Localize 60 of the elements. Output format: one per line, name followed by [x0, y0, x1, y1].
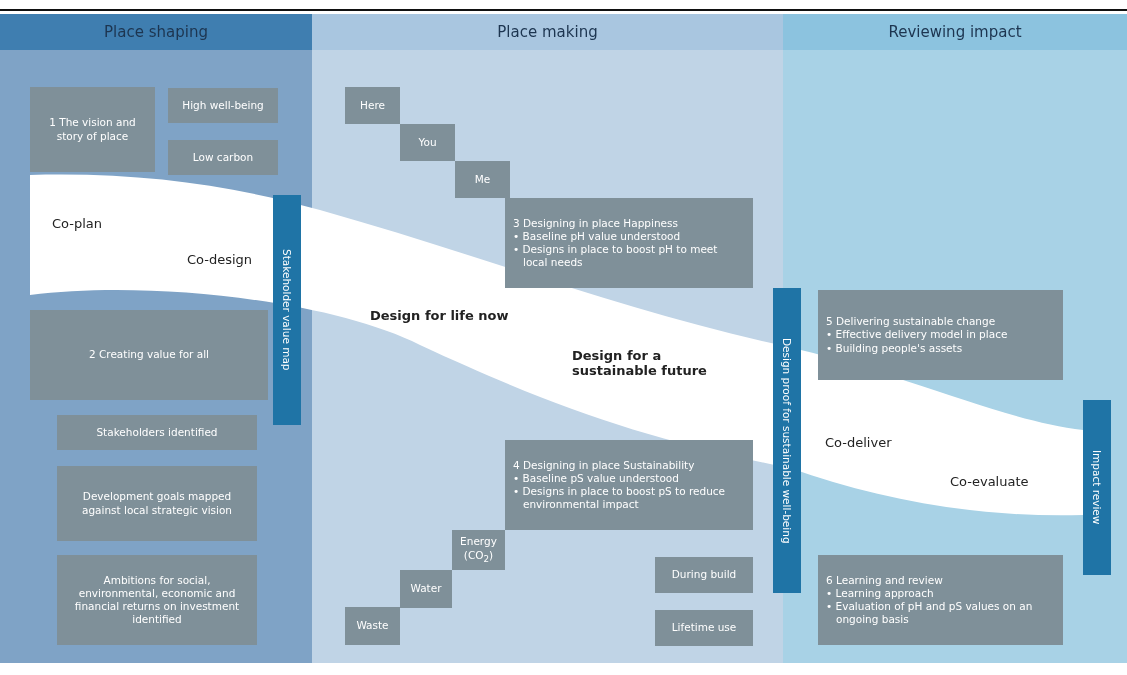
box-text: Ambitions for social, environmental, economic and financial returns on investment identified: [73, 573, 241, 627]
box-text: Lifetime use: [671, 621, 737, 635]
box-text: Energy (CO$_{2}$): [460, 535, 497, 565]
box-heading: 3 Designing in place Happiness: [513, 216, 679, 230]
box-text: Low carbon: [192, 150, 254, 165]
box-text: Development goals mapped against local strategic vision: [80, 490, 233, 517]
band-label: Co-evaluate: [950, 474, 1030, 489]
info-box: [345, 607, 400, 645]
bullet-item: • Effective delivery model in place: [826, 328, 1009, 342]
info-box: [400, 124, 455, 161]
box-text: 1 The vision and story of place: [48, 116, 137, 143]
step-box: [505, 198, 753, 288]
column-header: Place shaping: [0, 14, 312, 50]
bullet-item: • Evaluation of pH and pS values on an ongoing basis: [826, 600, 1034, 627]
box-heading: 5 Delivering sustainable change: [826, 315, 997, 329]
step-box: [818, 290, 1063, 380]
box-heading: 4 Designing in place Sustainability: [513, 458, 696, 472]
bullet-item: • Designs in place to boost pS to reduce environmental impact: [513, 485, 727, 512]
vertical-banner: [273, 195, 301, 425]
banner-text: Design proof for sustainable well-being: [781, 337, 793, 544]
band-label: Co-plan: [52, 216, 104, 231]
bullet-item: • Designs in place to boost pH to meet local needs: [513, 243, 719, 270]
box-text: Waste: [356, 619, 389, 633]
box-text: Me: [474, 172, 491, 187]
bullet-item: • Learning approach: [826, 586, 935, 600]
bullet-item: • Building people's assets: [826, 341, 964, 355]
band-label: Design for a sustainable future: [572, 348, 708, 378]
bullet-item: • Baseline pH value understood: [513, 229, 682, 243]
box-text: During build: [671, 568, 737, 582]
bullet-item: • Baseline pS value understood: [513, 471, 680, 485]
box-text: Stakeholders identified: [96, 425, 218, 440]
box-heading: 6 Learning and review: [826, 573, 944, 587]
step-box: [818, 555, 1063, 645]
info-box: [57, 466, 257, 541]
info-box: [655, 557, 753, 593]
info-box: [168, 140, 278, 175]
info-box: [168, 88, 278, 123]
info-box: [345, 87, 400, 124]
info-box: [452, 530, 505, 570]
banner-text: Impact review: [1091, 450, 1103, 525]
box-text: You: [418, 135, 437, 150]
info-box: [30, 87, 155, 172]
box-text: High well-being: [182, 98, 264, 113]
vertical-banner: [773, 288, 801, 593]
band-label: Co-deliver: [825, 435, 893, 450]
column-header: Place making: [312, 14, 783, 50]
band-label: Design for life now: [370, 308, 510, 323]
banner-text: Stakeholder value map: [281, 249, 293, 371]
info-box: [30, 310, 268, 400]
info-box: [455, 161, 510, 198]
box-text: Here: [360, 98, 385, 113]
info-box: [57, 555, 257, 645]
box-text: Water: [410, 582, 442, 596]
box-text: 2 Creating value for all: [88, 348, 210, 362]
step-box: [505, 440, 753, 530]
column-header: Reviewing impact: [783, 14, 1127, 50]
vertical-banner: [1083, 400, 1111, 575]
info-box: [400, 570, 452, 608]
info-box: [57, 415, 257, 450]
info-box: [655, 610, 753, 646]
